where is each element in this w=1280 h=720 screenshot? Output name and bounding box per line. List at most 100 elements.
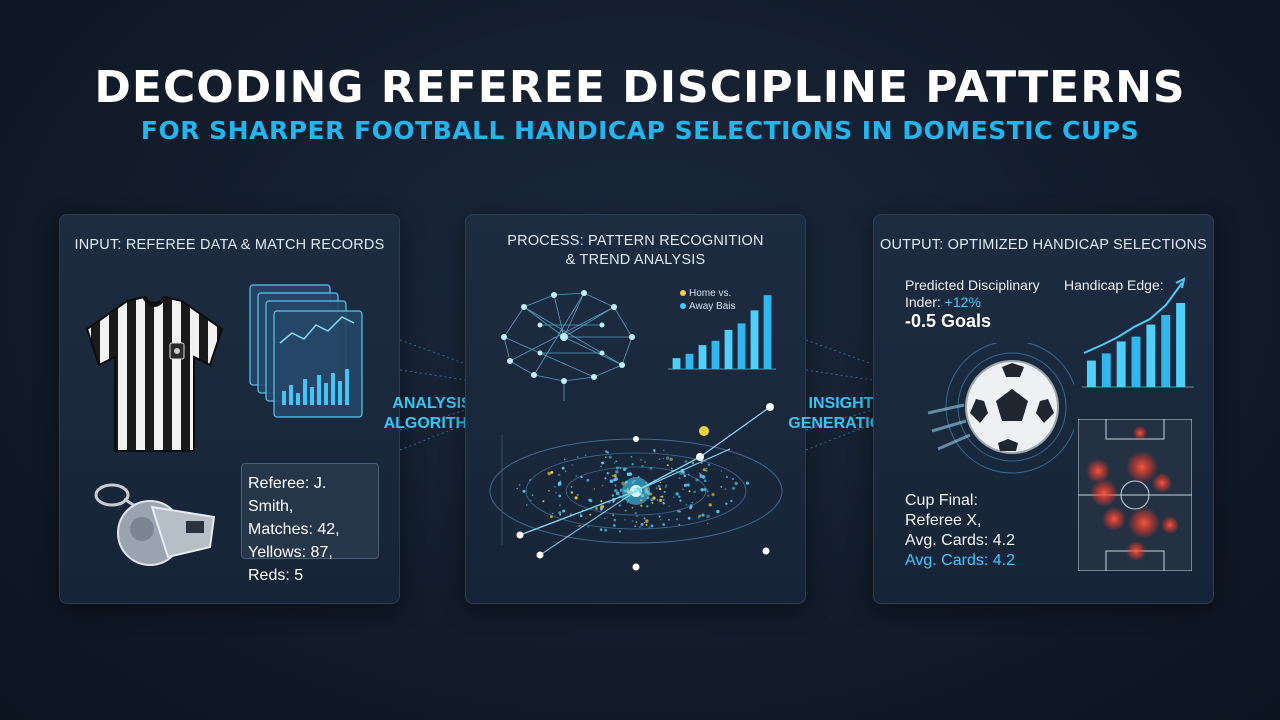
scatter-dot [745,481,750,485]
scatter-dot [564,458,566,461]
scatter-dot [551,512,554,515]
scatter-dot [648,492,652,496]
scatter-dot [634,512,637,515]
scatter-dot [676,518,679,521]
edge-bar-4 [1131,336,1141,387]
scatter-dot [654,451,656,453]
scatter-dot [645,481,648,484]
scatter-dot [611,475,614,477]
scatter-dot [730,499,733,503]
scatter-dot [645,490,650,494]
scatter-dot [566,492,568,494]
scatter-dot [613,474,617,478]
scatter-dot [614,477,618,481]
referee-reds: Reds: 5 [248,567,304,584]
scatter-dot [550,515,553,519]
scatter-dot [645,523,648,526]
scatter-dot [684,460,688,463]
scatter-dot [659,481,661,484]
scatter-dot [646,496,650,500]
scatter-dot [609,479,614,483]
scatter-dot [724,488,727,490]
data-documents-icon [249,284,363,418]
scatter-dot [570,486,573,488]
scatter-dot [691,461,695,465]
edge-bar-chart-icon [1082,277,1194,388]
scatter-dot [672,496,675,499]
scatter-dot [600,465,602,468]
scatter-dot [618,504,622,507]
scatter-dot [707,522,709,525]
pitch-heatmap-icon [1078,419,1192,571]
scatter-dot [716,509,720,514]
scatter-dot [562,509,566,513]
input-panel-title: INPUT: REFEREE DATA & MATCH RECORDS [74,237,385,253]
scatter-dot [681,473,683,475]
scatter-dot [571,464,573,466]
legend-item-home: Home vs. [680,287,736,300]
scatter-dot [678,523,681,526]
scatter-dot [675,492,679,496]
scatter-dot [725,502,728,505]
scatter-dot [613,518,617,522]
scatter-dot [584,454,587,456]
scatter-dot [646,505,649,508]
scatter-dot [705,467,708,470]
data-flow-lines-1 [400,339,467,451]
scatter-dot [588,498,592,502]
trend-bar-6 [737,323,746,369]
scatter-dot [608,455,612,459]
scatter-dot [679,472,682,475]
predicted-line-2: Inder: +12% [905,294,1040,311]
main-subtitle: FOR SHARPER FOOTBALL HANDICAP SELECTIONS… [140,116,1140,145]
scatter-dot [685,503,688,506]
scatter-dot [570,491,574,494]
scatter-dot [652,496,656,500]
scatter-dot [688,473,690,476]
scatter-dot [636,515,638,517]
data-flow-lines-2 [806,339,873,451]
scatter-dot [640,499,642,502]
scatter-dot [601,461,604,465]
scatter-dot [557,473,561,476]
scatter-dot [615,470,619,474]
scatter-dot [731,477,735,481]
insight-generation-label: INSIGHT GENERATION [778,394,904,434]
scatter-dot [601,484,604,487]
scatter-dot [626,490,631,494]
scatter-dot [631,506,634,509]
scatter-dot [702,468,706,472]
scatter-dot [649,467,653,470]
scatter-dot [666,464,669,467]
scatter-dot [658,487,662,491]
scatter-dot [580,476,583,479]
scatter-dot [661,495,664,498]
scatter-dot [634,525,637,528]
scatter-dot [659,496,661,498]
scatter-dot [530,499,532,501]
scatter-dot [627,499,630,502]
scatter-dot [613,462,616,464]
scatter-dot [697,516,700,519]
scatter-dot [629,491,631,493]
cup-avg-cards-highlight: Avg. Cards: 4.2 [905,552,1015,569]
scatter-dot [653,449,656,452]
main-title: DECODING REFEREE DISCIPLINE PATTERNS [94,62,1186,113]
scatter-dot [664,486,667,488]
neural-brain-icon [501,290,635,401]
scatter-dot [585,517,587,520]
scatter-dot [561,466,565,470]
scatter-dot [639,526,641,528]
output-panel: OUTPUT: OPTIMIZED HANDICAP SELECTIONS Pr… [873,214,1214,604]
scatter-dot [579,514,583,518]
scatter-dot [615,460,618,463]
connector-1-line-2: ALGORITHM [383,415,481,432]
scatter-dot [666,456,670,460]
scatter-dot [640,491,642,494]
scatter-dot [693,490,696,494]
predicted-line-1: Predicted Disciplinary [905,277,1040,293]
referee-jersey-icon [85,295,224,452]
scatter-dot [706,490,709,493]
trend-bar-7 [750,310,759,369]
scatter-dot [548,490,550,492]
